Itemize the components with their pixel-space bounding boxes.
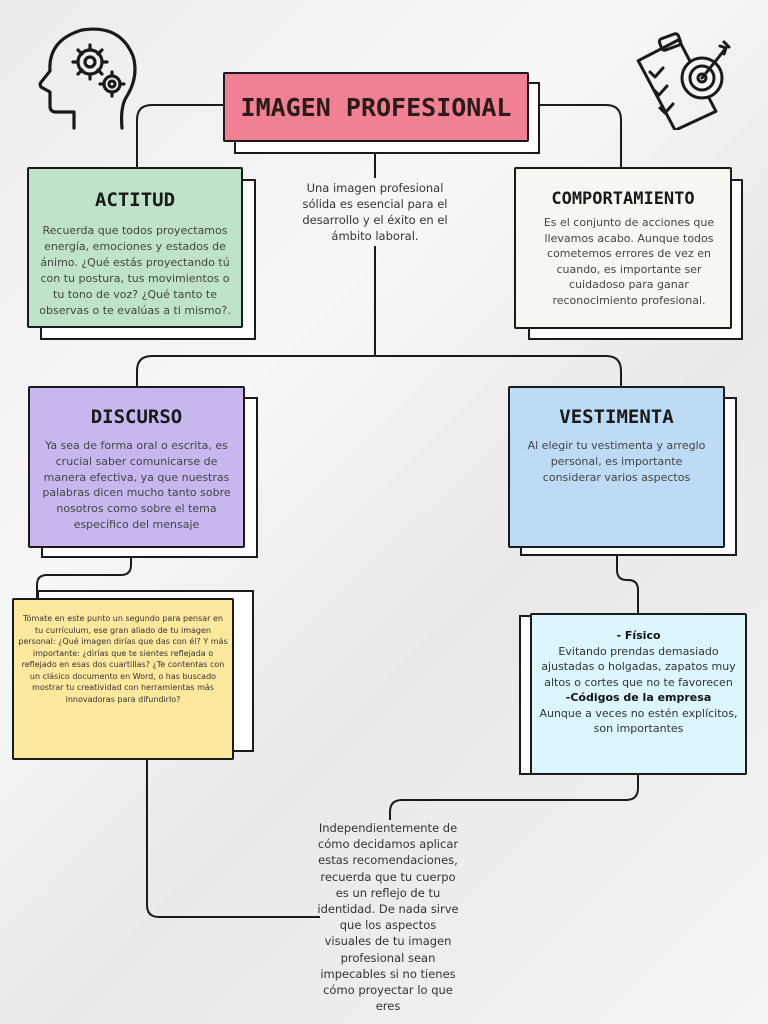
connector-blue-closing [389,775,639,820]
blue-note: - Físico Evitando prendas demasiado ajus… [530,613,747,775]
blue-note-content: - Físico Evitando prendas demasiado ajus… [536,628,741,737]
fisico-title: - Físico [616,629,661,642]
actitud-text: Recuerda que todos proyectamos energía, … [39,224,231,317]
comportamiento-card: COMPORTAMIENTO Es el conjunto de accione… [514,167,732,329]
discurso-title: DISCURSO [90,406,183,428]
intro-text: Una imagen profesional sólida es esencia… [302,181,448,243]
title-box: IMAGEN PROFESIONAL [223,72,529,142]
fisico-text: Evitando prendas demasiado ajustadas o h… [541,644,736,689]
yellow-note-text: Tómate en este punto un segundo para pen… [18,614,228,704]
vestimenta-title: VESTIMENTA [559,406,674,428]
discurso-card: DISCURSO Ya sea de forma oral o escrita,… [28,386,245,548]
yellow-note: Tómate en este punto un segundo para pen… [12,598,234,760]
connector-yellow-closing [146,752,320,918]
actitud-title: ACTITUD [94,189,176,211]
codigos-text: Aunque a veces no estén explícitos, son … [539,706,738,736]
discurso-text: Ya sea de forma oral o escrita, es cruci… [42,439,231,531]
comportamiento-title: COMPORTAMIENTO [551,189,695,209]
connector-discurso-note [36,548,132,598]
closing-text: Independientemente de cómo decidamos apl… [317,821,459,1014]
connector-title-actitud [136,104,224,168]
connector-title-comportamiento [528,104,622,168]
page-title: IMAGEN PROFESIONAL [240,92,512,122]
checklist-target-icon [630,32,734,132]
codigos-title: -Códigos de la empresa [565,691,712,704]
head-gears-icon [36,26,140,132]
comportamiento-text: Es el conjunto de acciones que llevamos … [543,216,715,307]
connector-split [136,355,622,386]
vestimenta-card: VESTIMENTA Al elegir tu vestimenta y arr… [508,386,725,548]
actitud-card: ACTITUD Recuerda que todos proyectamos e… [27,167,243,328]
connector-vestimenta-note [616,548,639,615]
vestimenta-text: Al elegir tu vestimenta y arreglo person… [527,439,706,484]
